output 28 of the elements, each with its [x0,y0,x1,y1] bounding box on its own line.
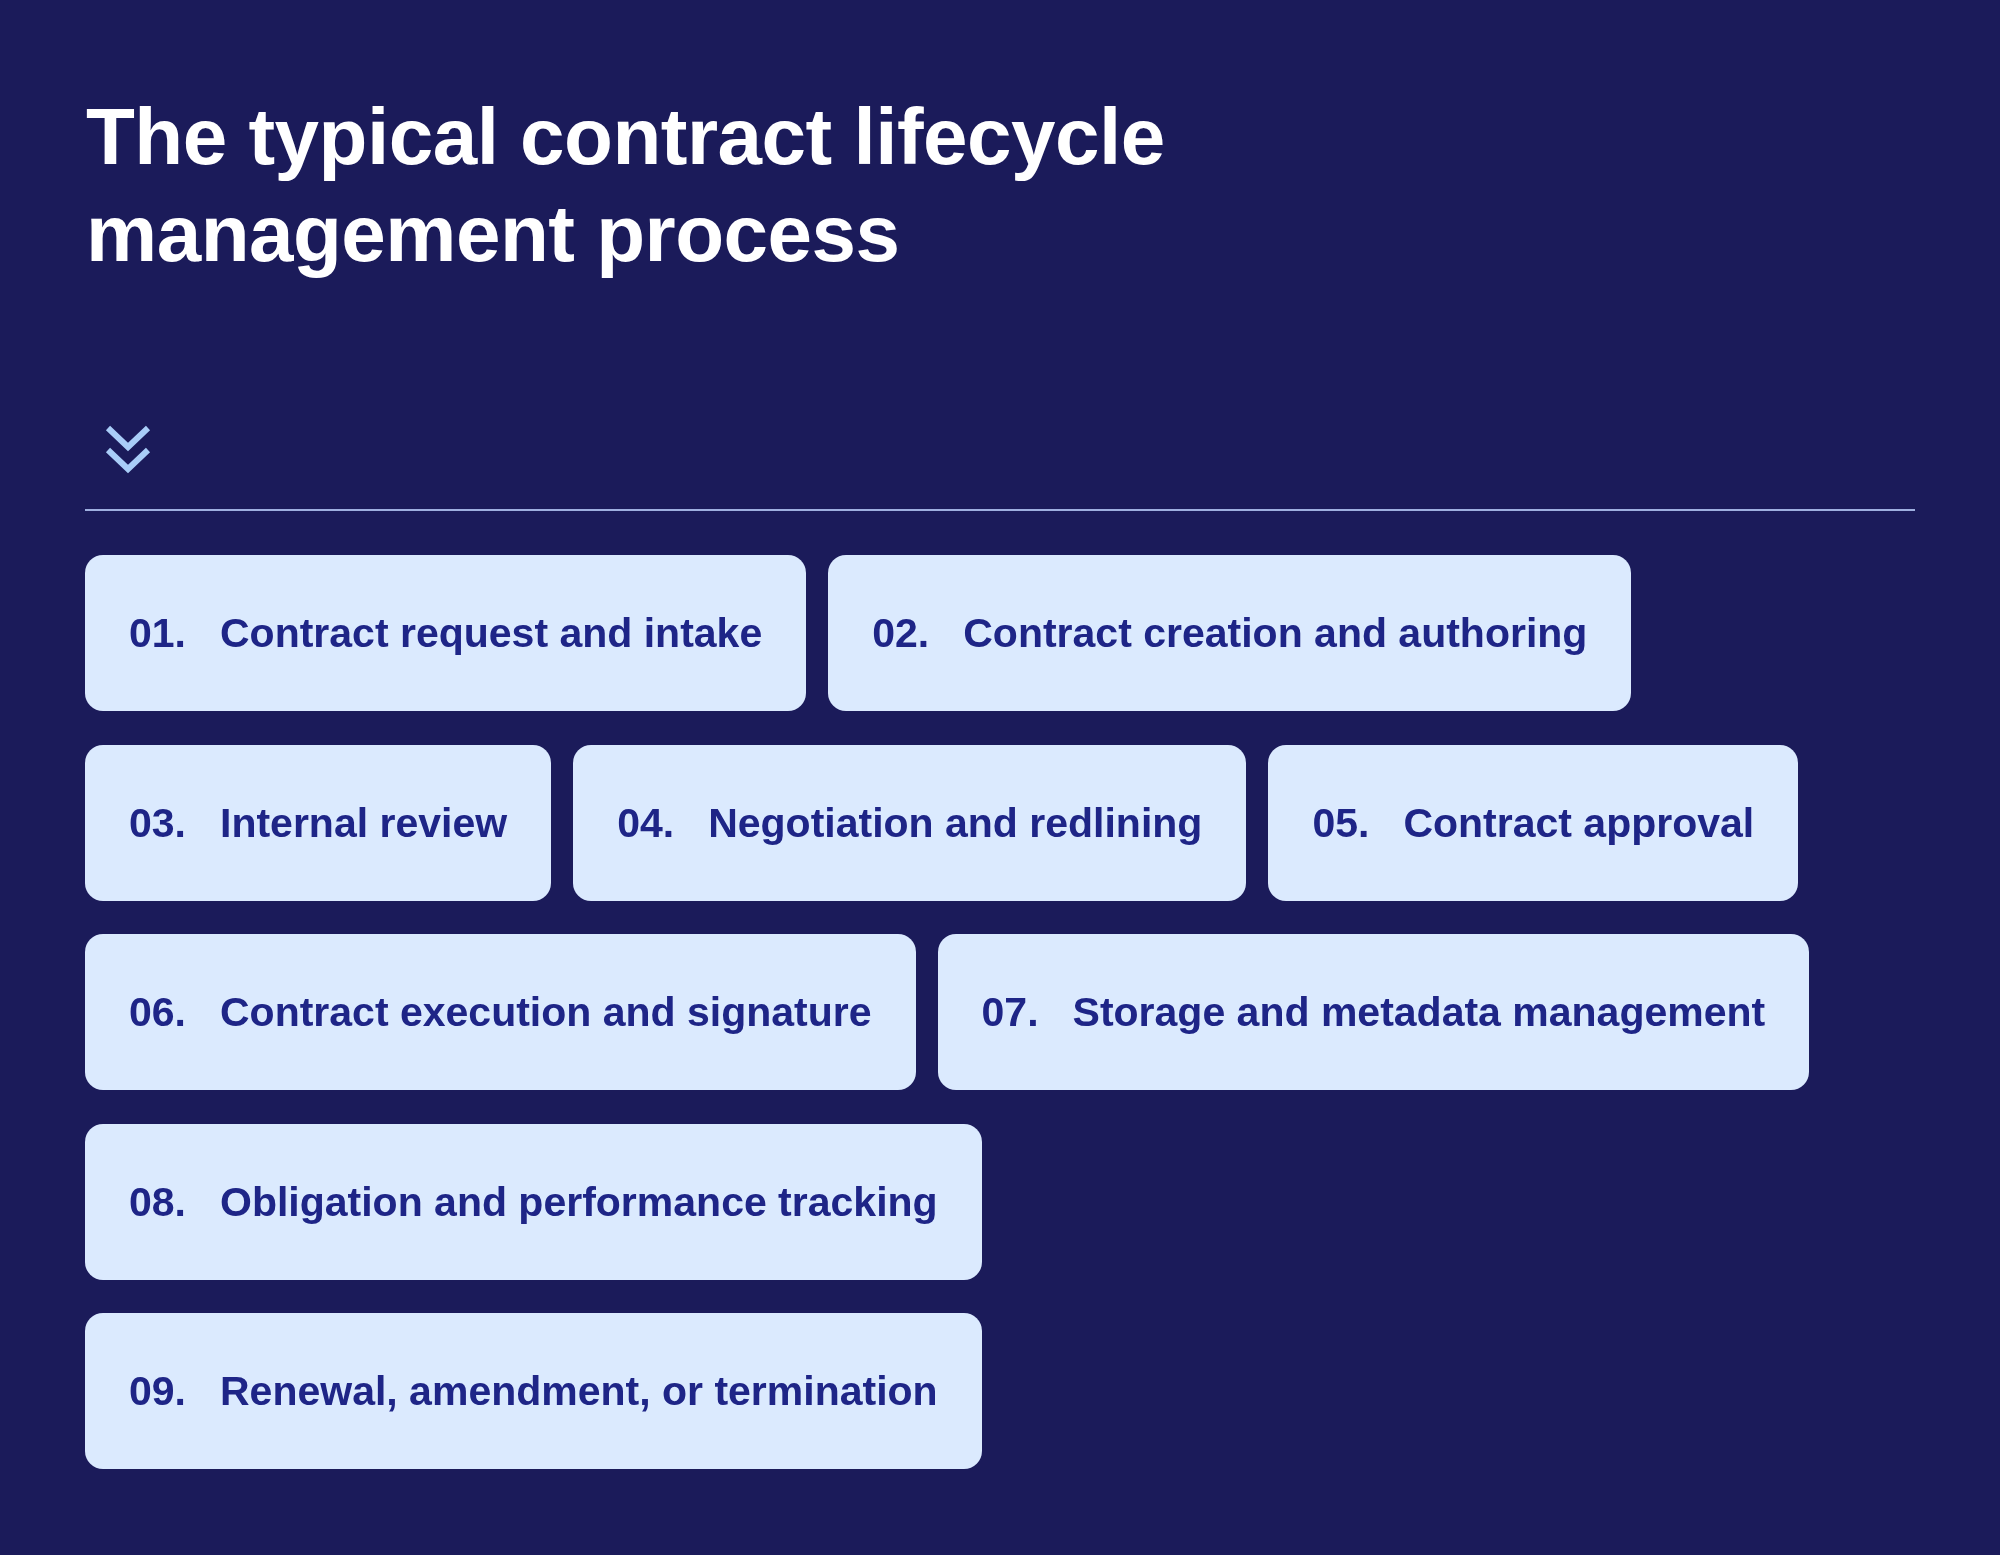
step-label: Renewal, amendment, or termination [220,1367,938,1415]
step-number: 05. [1312,799,1370,847]
step-box [85,1124,982,1280]
step-label: Contract creation and authoring [963,609,1588,657]
step-box [828,555,1632,711]
step-box [85,745,552,901]
step-label: Negotiation and redlining [708,799,1203,847]
step-number: 08. [129,1178,186,1226]
step-number: 03. [129,799,186,847]
step-label: Storage and metadata management [1072,988,1766,1036]
step-box [573,745,1247,901]
step-number: 02. [872,609,930,657]
step-number: 09. [129,1367,186,1415]
title: The typical contract lifecycle management process [86,91,1166,280]
step-box [85,555,807,711]
step-box [937,934,1810,1090]
step-box [85,1313,982,1469]
step-box [1268,745,1799,901]
step-label: Contract request and intake [220,609,763,657]
step-label: Internal review [220,799,508,847]
step-number: 06. [129,988,186,1036]
step-number: 07. [981,988,1039,1036]
step-number: 01. [129,609,186,657]
step-number: 04. [617,799,675,847]
step-box [85,934,916,1090]
step-label: Contract execution and signature [220,988,872,1036]
step-label: Obligation and performance tracking [220,1178,938,1226]
step-label: Contract approval [1403,799,1755,847]
